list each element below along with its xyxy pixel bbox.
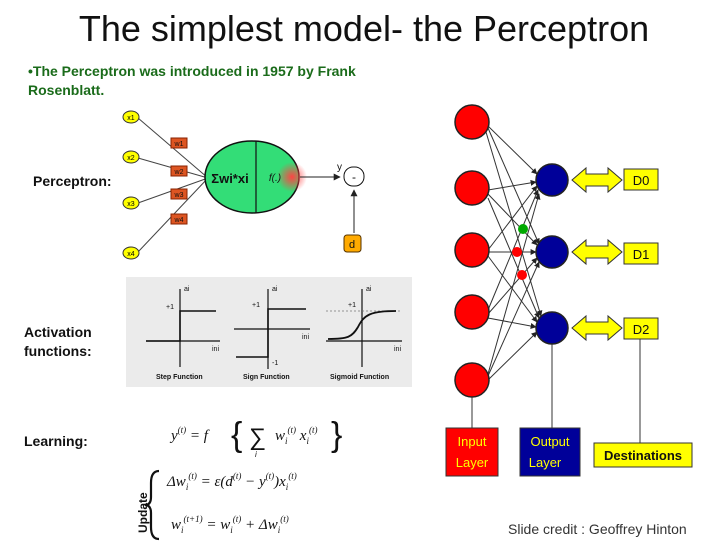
svg-text:Destinations: Destinations: [604, 448, 682, 463]
svg-text:Output: Output: [530, 434, 569, 449]
svg-text:x4: x4: [127, 251, 135, 258]
output-layer-legend: Output Layer: [519, 427, 581, 477]
svg-text:w1: w1: [174, 141, 184, 148]
svg-text:Layer: Layer: [456, 455, 489, 470]
weight-w2: w2: [170, 165, 188, 177]
svg-text:-: -: [352, 170, 356, 184]
input-node: [454, 170, 490, 206]
svg-text:d: d: [349, 239, 355, 251]
svg-text:D1: D1: [633, 247, 650, 262]
learning-equations: y(t) = f { ∑ i wi(t) xi(t) } Update Δwi(…: [136, 416, 342, 541]
svg-text:Input: Input: [458, 434, 487, 449]
input-node: [454, 294, 490, 330]
sum-text: Σwi*xi: [211, 171, 248, 186]
output-y: y: [337, 162, 342, 173]
red-dot: [517, 270, 527, 280]
green-dot: [518, 224, 528, 234]
double-arrow: [571, 166, 623, 342]
input-x3: x3: [122, 196, 140, 210]
perceptron-label: Perceptron:: [33, 173, 112, 189]
svg-text:}: }: [331, 416, 342, 454]
learning-label: Learning:: [24, 433, 88, 449]
desired-node: d: [343, 234, 362, 253]
svg-text:{: {: [231, 416, 242, 454]
svg-text:x2: x2: [127, 155, 135, 162]
activation-functions-figure: +1 ai ini Step Function +1 -1 ai ini Sig…: [126, 277, 412, 387]
svg-text:D0: D0: [633, 173, 650, 188]
svg-text:D2: D2: [633, 322, 650, 337]
output-node: [535, 311, 569, 345]
destinations-legend: Destinations: [593, 442, 693, 468]
svg-text:Δwi(t) = ε(d(t) − y(t))xi(t): Δwi(t) = ε(d(t) − y(t))xi(t): [166, 471, 297, 492]
svg-text:Step Function: Step Function: [156, 374, 203, 381]
input-x2: x2: [122, 150, 140, 164]
destination-d2: D2: [623, 317, 659, 340]
svg-text:ai: ai: [366, 286, 372, 293]
destination-d1: D1: [623, 242, 659, 265]
svg-text:ini: ini: [212, 346, 219, 353]
output-node: [535, 235, 569, 269]
compare-node: -: [343, 166, 365, 187]
svg-text:x3: x3: [127, 201, 135, 208]
activation-label: Activation functions:: [24, 324, 92, 359]
weight-w4: w4: [170, 213, 188, 225]
red-dot: [512, 247, 522, 257]
intro-text: •The Perceptron was introduced in 1957 b…: [28, 63, 356, 98]
svg-text:Sign Function: Sign Function: [243, 374, 290, 381]
svg-text:ai: ai: [184, 286, 190, 293]
input-node: [454, 362, 490, 398]
svg-text:Layer: Layer: [529, 455, 562, 470]
weight-w1: w1: [170, 137, 188, 149]
input-layer-nodes: [454, 104, 490, 398]
input-x4: x4: [122, 246, 140, 260]
svg-text:-1: -1: [272, 360, 278, 367]
weight-delta-equation: Δwi(t) = ε(d(t) − y(t))xi(t): [166, 471, 297, 492]
slide-title: The simplest model- the Perceptron: [78, 8, 650, 49]
weight-w3: w3: [170, 188, 188, 200]
neuron-body: Σwi*xi f(.): [204, 140, 307, 214]
input-x1: x1: [122, 110, 140, 124]
sigmoid-function-plot: +1 ai ini Sigmoid Function: [326, 286, 402, 381]
svg-text:w2: w2: [174, 169, 184, 176]
svg-text:+1: +1: [166, 304, 174, 311]
output-node: [535, 163, 569, 197]
sign-function-plot: +1 -1 ai ini Sign Function: [234, 286, 310, 381]
svg-text:x1: x1: [127, 115, 135, 122]
update-label: Update: [136, 492, 150, 533]
svg-text:ini: ini: [302, 334, 309, 341]
svg-text:+1: +1: [348, 302, 356, 309]
svg-text:∑: ∑: [249, 424, 266, 451]
output-layer-nodes: [535, 163, 569, 345]
input-node: [454, 104, 490, 140]
svg-text:ini: ini: [394, 346, 401, 353]
svg-text:+1: +1: [252, 302, 260, 309]
slide-credit: Slide credit : Geoffrey Hinton: [508, 521, 687, 537]
destination-d0: D0: [623, 168, 659, 191]
svg-text:ai: ai: [272, 286, 278, 293]
svg-text:w3: w3: [174, 192, 184, 199]
svg-text:i: i: [255, 450, 257, 459]
svg-text:w4: w4: [174, 217, 184, 224]
step-function-plot: +1 ai ini Step Function: [146, 286, 220, 381]
input-layer-legend: Input Layer: [445, 427, 499, 477]
input-node: [454, 232, 490, 268]
svg-text:Sigmoid Function: Sigmoid Function: [330, 374, 389, 381]
func-text: f(.): [269, 173, 281, 184]
